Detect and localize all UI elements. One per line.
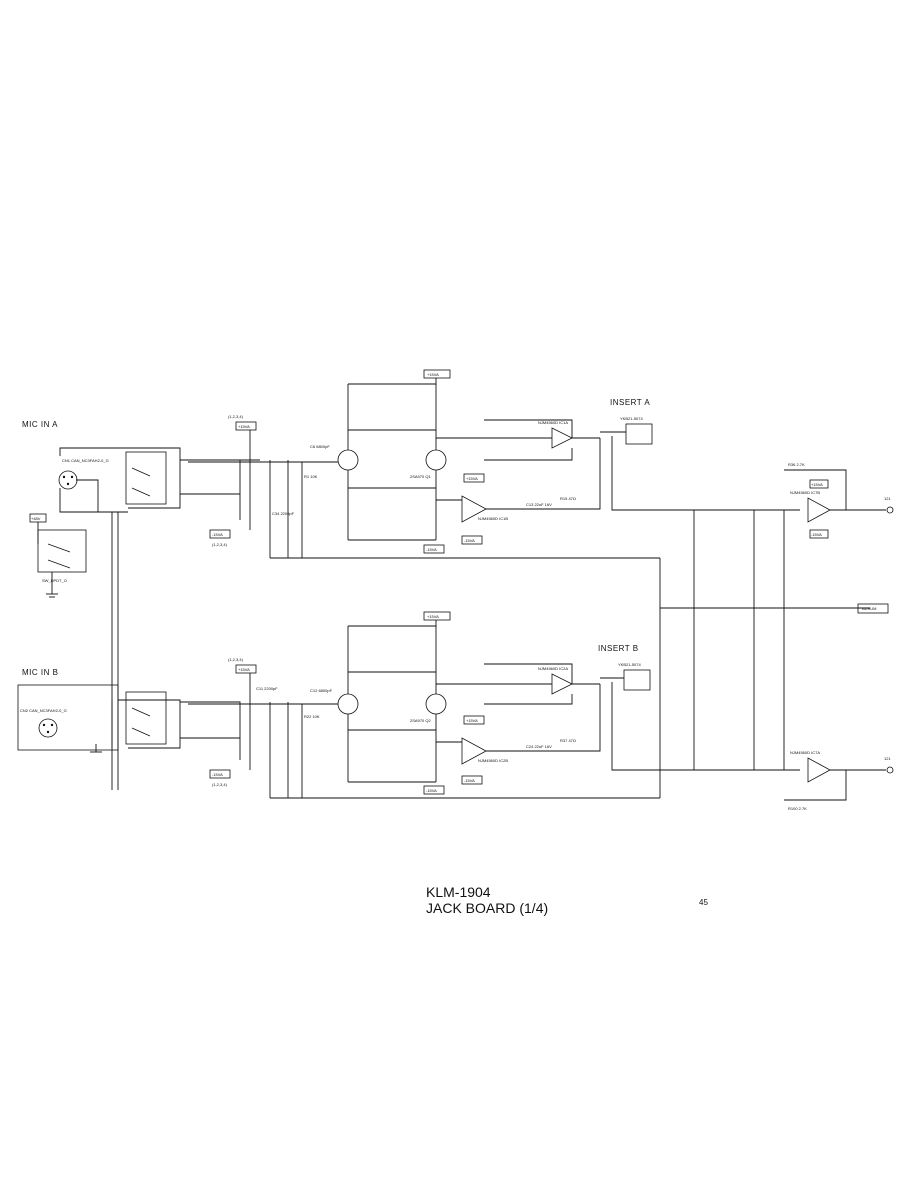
sheet-ref-2: (1,2,3,4)	[212, 542, 228, 547]
rail-m15a-label-1: -15VA	[212, 532, 223, 537]
opamp-ic2b	[461, 737, 487, 765]
insert-a-jack-label: YKB21-5074	[620, 416, 643, 421]
sw1-label: SW_DPDT_O	[42, 578, 67, 583]
c11-label: C11 2200pF	[256, 686, 278, 691]
transistor-q2-right	[425, 693, 447, 715]
mic-connector-a	[58, 470, 78, 490]
page-number: 45	[699, 898, 708, 907]
ic2a-label: NJM4560D IC2A	[538, 666, 568, 671]
opamp-ic1a	[551, 427, 573, 449]
insert-b-heading: INSERT B	[598, 644, 639, 653]
out-b-label: 121	[884, 756, 891, 761]
out-a-label: 121	[884, 496, 891, 501]
rail-p15a-label-8: +15VA	[466, 718, 478, 723]
ic7b-label: NJM4560D IC7B	[790, 490, 820, 495]
r1-label: R1 10K	[304, 474, 318, 479]
rail-p15a-label-2: +15VA	[427, 372, 439, 377]
rail-p15a-label-3: +15VA	[466, 476, 478, 481]
c12-label: C12 6800pF	[310, 688, 333, 693]
phantom-48v-label: +48V	[31, 516, 41, 521]
insert-b-jack-label: YKB21-5074	[618, 662, 641, 667]
q2-label: 2SA970 Q2	[410, 718, 431, 723]
rail-m15a-label-5: -15VA	[811, 532, 822, 537]
rail-m15a-label-8: -15VA	[426, 788, 437, 793]
c6-label: C6 6800pF	[310, 444, 330, 449]
rail-p15a-label-5: +15VA	[811, 482, 823, 487]
insert-a-jack	[625, 423, 653, 445]
rail-p15a-label-6: +15VA	[238, 667, 250, 672]
rail-p15a-label-7: +15VA	[427, 614, 439, 619]
c34-label: C34 2200pF	[272, 511, 295, 516]
opamp-ic1b	[461, 495, 487, 523]
sheet-ref-1: (1,2,3,4)	[228, 414, 244, 419]
r22-label: R22 10K	[304, 714, 320, 719]
adsum-label: ADSUM	[862, 606, 876, 611]
sw2-switch	[125, 451, 167, 505]
rail-m15a-label-6: -15VA	[212, 772, 223, 777]
model-title: KLM-1904	[426, 884, 491, 900]
r100-label: R100 2.7K	[788, 806, 807, 811]
sheet-ref-4: (1,2,3,4)	[212, 782, 228, 787]
mic-in-a-heading: MIC IN A	[22, 420, 59, 429]
cn2-label: CN2 CAN_NC3FAH2-0_G	[20, 708, 67, 713]
sw1-switch	[37, 529, 87, 573]
rail-m15a-label-4: -15VA	[464, 538, 475, 543]
c13-label: C13 22uF 16V	[526, 502, 552, 507]
q1-label: 2SA970 Q1	[410, 474, 431, 479]
r37-label: R37 47Ω	[560, 738, 576, 743]
r36-label: R36 2.7K	[788, 462, 805, 467]
opamp-ic2a	[551, 673, 573, 695]
insert-b-jack	[623, 669, 651, 691]
cn1-label: CN1 CAN_NC3FAH2-0_G	[62, 458, 109, 463]
r15-label: R15 47Ω	[560, 496, 576, 501]
sheet-ref-3: (1,2,3,4)	[228, 657, 244, 662]
ic7a-label: NJM4560D IC7A	[790, 750, 820, 755]
out-a-terminal	[886, 506, 894, 514]
transistor-q2-left	[337, 693, 359, 715]
rail-m15a-label-3: -15VA	[426, 547, 437, 552]
transistor-q1-right	[425, 449, 447, 471]
c24-label: C24 22uF 16V	[526, 744, 552, 749]
rail-m15a-label-9: -15VA	[464, 778, 475, 783]
ic1a-label: NJM4560D IC1A	[538, 420, 568, 425]
rail-p15a-label-1: +15VA	[238, 424, 250, 429]
ic2b-label: NJM4560D IC2B	[478, 758, 508, 763]
transistor-q1-left	[337, 449, 359, 471]
out-b-terminal	[886, 766, 894, 774]
sw3-switch	[125, 691, 167, 745]
mic-in-b-heading: MIC IN B	[22, 668, 59, 677]
opamp-ic7a	[807, 757, 831, 783]
board-title: JACK BOARD (1/4)	[426, 900, 549, 916]
mic-connector-b	[38, 718, 58, 738]
ic1b-label: NJM4560D IC1B	[478, 516, 508, 521]
insert-a-heading: INSERT A	[610, 398, 651, 407]
opamp-ic7b	[807, 497, 831, 523]
